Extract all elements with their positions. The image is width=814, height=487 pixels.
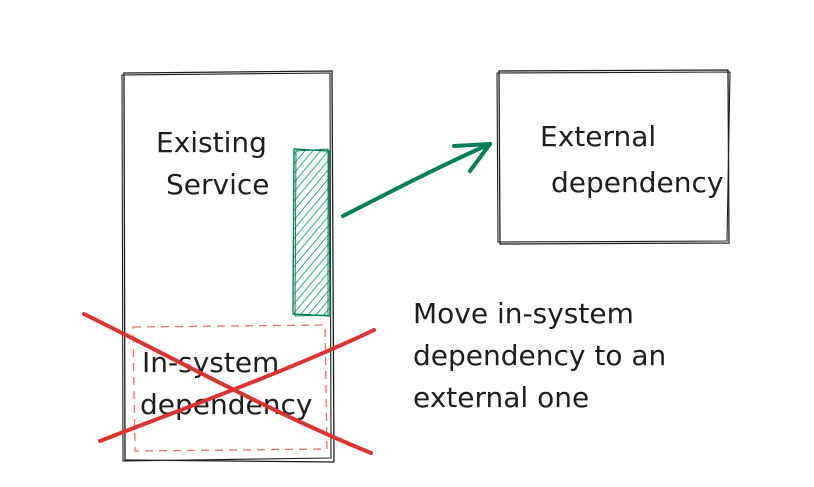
external-dependency-box bbox=[496, 69, 731, 245]
cross-out-mark bbox=[82, 312, 376, 455]
external-dependency-label-line1: External bbox=[540, 120, 656, 153]
in-system-dependency-label-line1: In-system bbox=[142, 346, 279, 379]
in-system-dependency-box bbox=[132, 324, 328, 452]
caption-line3: external one bbox=[413, 381, 589, 414]
external-dependency-label-line2: dependency bbox=[551, 166, 723, 199]
outbound-port bbox=[292, 148, 331, 317]
caption-line2: dependency to an bbox=[413, 339, 666, 372]
existing-service-label-line1: Existing bbox=[156, 126, 267, 159]
caption-line1: Move in-system bbox=[413, 297, 634, 330]
existing-service-label-line2: Service bbox=[166, 168, 269, 201]
caption: Move in-system dependency to an external… bbox=[413, 297, 666, 414]
migration-arrow bbox=[341, 142, 492, 218]
